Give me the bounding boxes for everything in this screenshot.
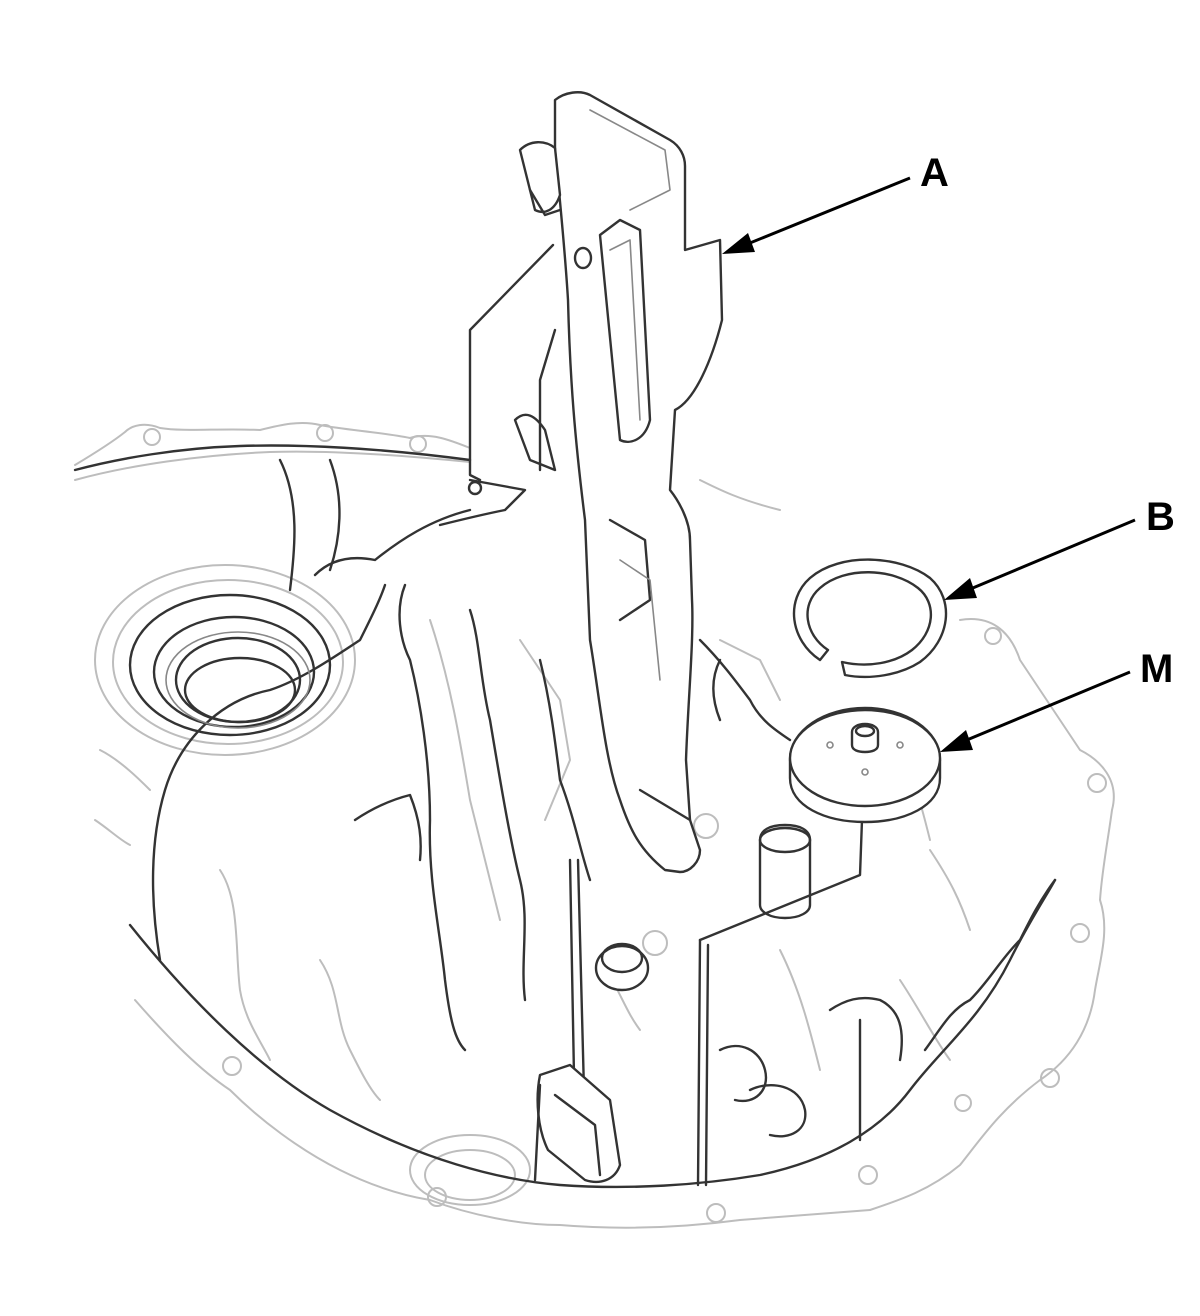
transmission-case bbox=[74, 421, 1115, 1229]
arrowhead-a bbox=[722, 233, 755, 254]
arrowhead-m bbox=[940, 730, 973, 752]
leader-line-b bbox=[967, 518, 1136, 592]
shift-fork-a bbox=[438, 91, 864, 1187]
snap-ring-b bbox=[792, 558, 948, 679]
callout-b: B bbox=[944, 495, 1175, 600]
case-interior-outline bbox=[73, 444, 1057, 1189]
callout-a: A bbox=[722, 151, 949, 254]
callout-label-a: A bbox=[920, 151, 949, 195]
leader-line-m bbox=[961, 670, 1131, 744]
callout-m: M bbox=[940, 647, 1173, 752]
magnet-disc-m bbox=[788, 706, 942, 824]
leader-line-a bbox=[744, 176, 911, 247]
arrowhead-b bbox=[944, 578, 977, 600]
callout-label-b: B bbox=[1146, 495, 1175, 539]
callout-label-m: M bbox=[1140, 647, 1173, 691]
